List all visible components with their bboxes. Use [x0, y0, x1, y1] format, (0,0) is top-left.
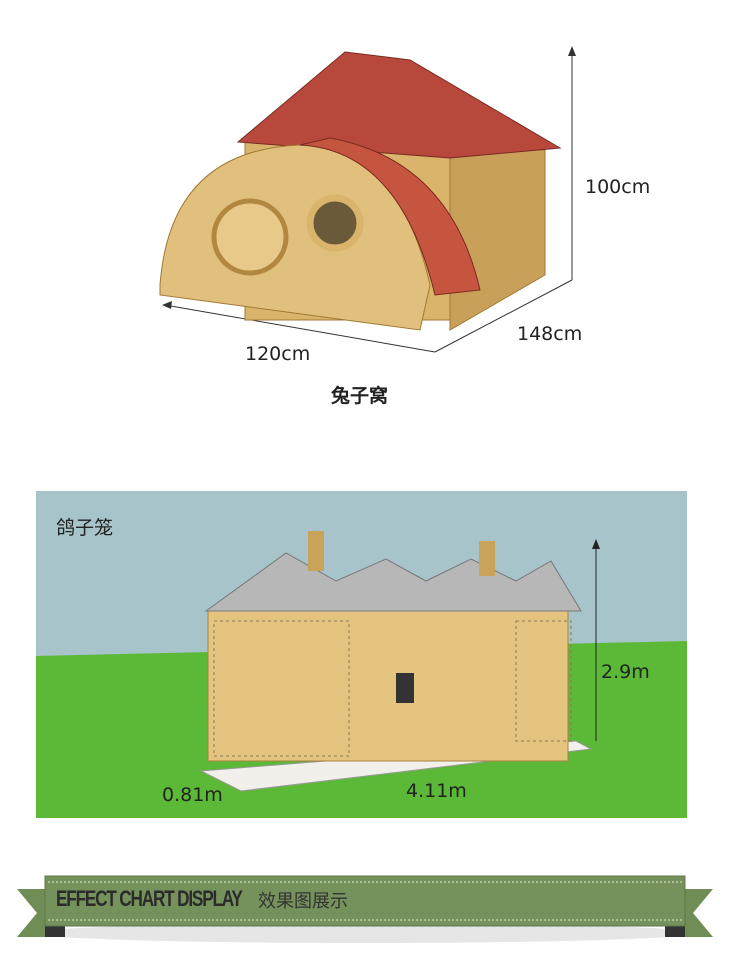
pigeon-cage-scene: 鸽子笼 2.9m 0.81m 4.11m	[36, 491, 687, 818]
pigeon-title: 鸽子笼	[56, 517, 114, 539]
pigeon-cage-illustration	[36, 491, 687, 818]
rabbit-depth-label: 148cm	[517, 323, 583, 345]
rabbit-height-label: 100cm	[585, 176, 651, 198]
banner-english-title: EFFECT CHART DISPLAY	[56, 886, 243, 911]
banner-chinese-title: 效果图展示	[258, 891, 348, 912]
pigeon-height-label: 2.9m	[601, 661, 650, 683]
pigeon-depth-label: 0.81m	[162, 784, 223, 806]
rabbit-title: 兔子窝	[331, 385, 389, 407]
rabbit-hutch-illustration	[159, 46, 576, 353]
pigeon-width-label: 4.11m	[406, 780, 467, 802]
rabbit-width-label: 120cm	[245, 343, 311, 365]
section-banner	[17, 875, 713, 943]
